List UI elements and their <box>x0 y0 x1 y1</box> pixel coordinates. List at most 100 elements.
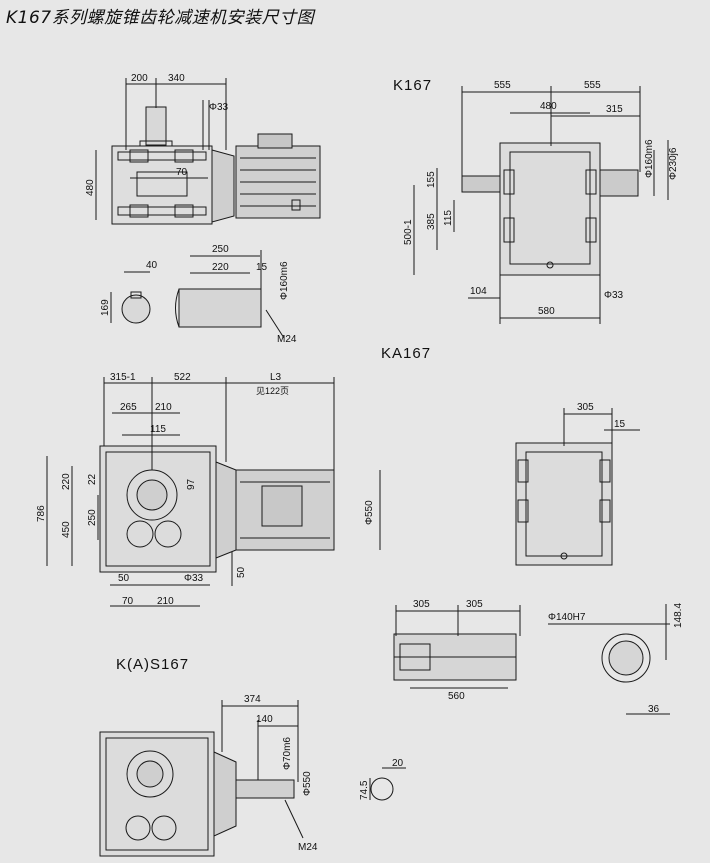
dim-text: 305 <box>413 599 430 610</box>
dim-text: M24 <box>298 842 318 853</box>
dim-text: Φ550 <box>302 771 313 796</box>
dim-text: 169 <box>100 299 111 316</box>
dim-text: 450 <box>61 521 72 538</box>
ka167-front-boss <box>599 499 611 523</box>
k167-front-boss <box>503 217 515 243</box>
dim-text: 305 <box>466 599 483 610</box>
dim-text: 36 <box>648 704 660 715</box>
dim-text: 305 <box>577 402 594 413</box>
k167-housing <box>111 145 213 225</box>
dim-text: 315-1 <box>110 372 136 383</box>
page-title: K167系列螺旋锥齿轮减速机安装尺寸图 <box>6 8 315 28</box>
dim-text: Φ70m6 <box>282 737 293 770</box>
dim-text: 522 <box>174 372 191 383</box>
dim-text: 385 <box>426 213 437 230</box>
dim-text: Φ160m6 <box>644 139 655 178</box>
k167-motor-foot <box>291 199 301 211</box>
dim-text: 15 <box>256 262 268 273</box>
dim-text: 786 <box>36 505 47 522</box>
k167-housing-rib-top <box>117 151 207 161</box>
k167-right-shaft <box>599 169 639 197</box>
dim-text: L3 <box>270 372 282 383</box>
dim-text: Φ160m6 <box>279 261 290 300</box>
dim-text: Φ33 <box>604 290 624 301</box>
k167-front-inner <box>509 151 591 265</box>
k167-top-shaft <box>145 106 167 146</box>
dim-text: 560 <box>448 691 465 702</box>
ka167-terminal-box <box>261 485 303 527</box>
dim-text: 210 <box>157 596 174 607</box>
dim-text: 50 <box>118 573 130 584</box>
dim-text: 40 <box>146 260 158 271</box>
dim-text: 374 <box>244 694 261 705</box>
dim-text: 140 <box>256 714 273 725</box>
k167-key <box>130 291 142 299</box>
dim-text: Φ550 <box>364 500 375 525</box>
ka167-adapter <box>215 461 237 559</box>
dim-text: 265 <box>120 402 137 413</box>
kas167-bore-inner <box>136 760 164 788</box>
k167-front-boss <box>503 169 515 195</box>
dim-text: 15 <box>614 419 626 430</box>
k167-front-boss <box>585 217 597 243</box>
dim-text: Φ33 <box>209 102 229 113</box>
k167-terminal-box <box>257 133 293 149</box>
dim-note: 见122页 <box>256 386 289 396</box>
dim-text: 200 <box>131 73 148 84</box>
k167-bolt-pad <box>129 204 149 218</box>
bore-inner <box>608 640 644 676</box>
dim-text: 555 <box>494 80 511 91</box>
dim-text: 480 <box>540 101 557 112</box>
ka167-housing-inner <box>105 451 211 567</box>
k167-shaft-section <box>121 294 151 324</box>
dim-text: 70 <box>176 167 188 178</box>
dim-text: 480 <box>85 179 96 196</box>
dim-text: 148.4 <box>673 603 684 628</box>
dim-text: 70 <box>122 596 134 607</box>
dimension-texts: 200 340 Φ33 70 480 40 169 250 220 15 Φ16… <box>36 73 684 853</box>
dim-text: 220 <box>212 262 229 273</box>
dim-text: Φ33 <box>184 573 204 584</box>
ka167-front-boss <box>599 459 611 483</box>
section-label-k167: K167 <box>393 77 433 94</box>
ka167-bore-inner <box>136 479 168 511</box>
kas167-adapter <box>213 751 237 837</box>
dim-text: 155 <box>426 171 437 188</box>
k167-front-housing <box>499 142 601 276</box>
dim-text: M24 <box>277 334 297 345</box>
k167-inner-box <box>136 171 188 197</box>
hollow-shaft-section <box>393 605 521 689</box>
k167-bolt-pad <box>174 149 194 163</box>
kas167-housing-inner <box>105 737 209 851</box>
ka167-front-view <box>515 408 640 566</box>
dim-text: 20 <box>392 758 404 769</box>
dim-text: 115 <box>443 210 454 226</box>
k167-bolt-pad <box>129 149 149 163</box>
k167-side-view <box>95 78 321 339</box>
dim-text: 315 <box>606 104 623 115</box>
bore-detail <box>548 604 670 715</box>
kas167-gear-right <box>151 815 177 841</box>
dim-text: 50 <box>236 566 247 578</box>
dim-text: 500-1 <box>403 219 414 245</box>
ka167-side-view <box>46 377 381 607</box>
ka167-front-boss <box>517 499 529 523</box>
ka167-front-bolt <box>560 552 568 560</box>
kas167-shaft-section <box>370 777 394 801</box>
k167-left-shaft <box>461 175 501 193</box>
k167-housing-rib-bottom <box>117 206 207 216</box>
dim-text: 74.5 <box>359 780 370 800</box>
ka167-front-boss <box>517 459 529 483</box>
kas167-input-shaft <box>235 779 295 799</box>
ka167-front-housing <box>515 442 613 566</box>
kas167-bore-outer <box>126 750 174 798</box>
dim-text: 555 <box>584 80 601 91</box>
kas167-housing <box>99 731 215 857</box>
kas167-leader <box>284 799 304 839</box>
ka167-gear-right <box>154 520 182 548</box>
ka167-gear-left <box>126 520 154 548</box>
kas167-side-view <box>99 700 406 857</box>
dim-text: 220 <box>61 473 72 490</box>
